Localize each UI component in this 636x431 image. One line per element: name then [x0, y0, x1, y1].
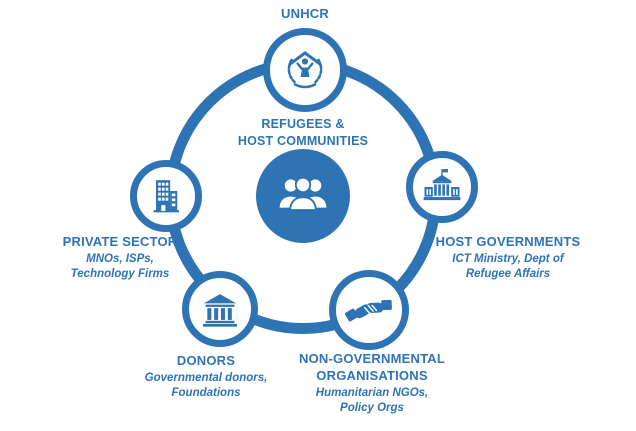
people-group-icon: [275, 168, 331, 224]
unhcr-label-text: UNHCR: [281, 6, 329, 21]
ngo-label-line1: NON-GOVERNMENTAL: [299, 351, 445, 366]
center-label-line1: REFUGEES &: [261, 117, 345, 131]
host-governments-sub2: Refugee Affairs: [465, 268, 551, 280]
host-governments-label-text: HOST GOVERNMENTS: [435, 234, 581, 249]
unhcr-emblem-icon: [281, 46, 329, 94]
ngo-sub1: Humanitarian NGOs,: [315, 387, 429, 399]
donors-label-text: DONORS: [176, 353, 236, 368]
refugees-host-communities-node: [256, 149, 350, 243]
private-sector-label-text: PRIVATE SECTOR: [62, 234, 178, 249]
unhcr-label: UNHCR: [281, 5, 329, 22]
ngo-label: NON-GOVERNMENTAL ORGANISATIONS Humanitar…: [299, 350, 445, 416]
host-governments-sub1: ICT Ministry, Dept of: [452, 253, 564, 265]
ngo-label-line2: ORGANISATIONS: [316, 368, 428, 383]
donors-sub2: Foundations: [171, 387, 241, 399]
ngo-node: [329, 270, 409, 350]
private-sector-sub2: Technology Firms: [70, 268, 170, 280]
donors-node: [182, 271, 258, 347]
host-governments-node: [406, 151, 478, 223]
donors-sub1: Governmental donors,: [144, 372, 268, 384]
ngo-sub2: Policy Orgs: [340, 402, 404, 414]
private-sector-sub1: MNOs, ISPs,: [86, 253, 154, 265]
center-label-line2: HOST COMMUNITIES: [237, 134, 369, 148]
center-label: REFUGEES & HOST COMMUNITIES: [238, 116, 368, 150]
private-sector-label: PRIVATE SECTOR MNOs, ISPs, Technology Fi…: [63, 233, 178, 282]
office-building-icon: [146, 176, 186, 216]
host-governments-label: HOST GOVERNMENTS ICT Ministry, Dept of R…: [436, 233, 581, 282]
handshake-icon: [345, 286, 393, 334]
donors-label: DONORS Governmental donors, Foundations: [145, 352, 268, 401]
private-sector-node: [130, 160, 202, 232]
bank-icon: [199, 288, 241, 330]
unhcr-node: [263, 28, 347, 112]
government-building-icon: [421, 166, 463, 208]
